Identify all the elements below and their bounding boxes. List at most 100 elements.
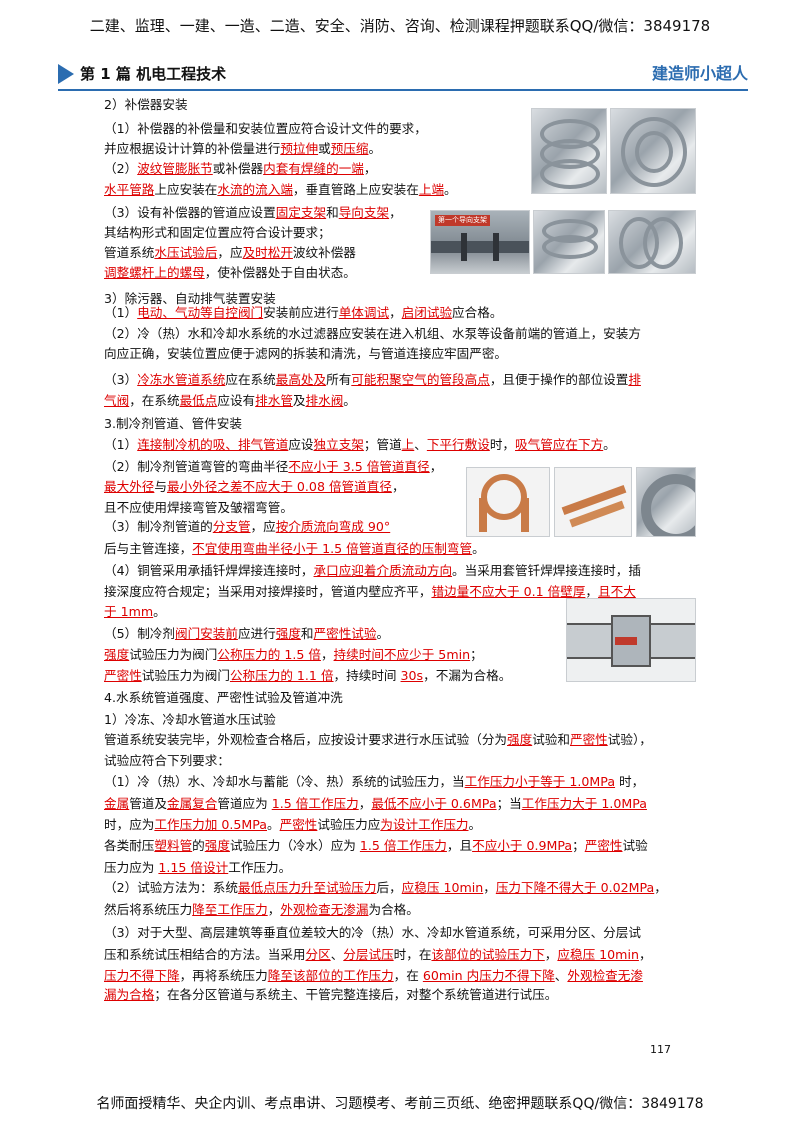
chapter-title: 第 1 篇 机电工程技术 (80, 65, 227, 83)
text-segment: ，在系统 (129, 393, 180, 408)
text-line: 3）除污器、自动排气装置安装 (104, 290, 276, 308)
header-triangle-icon (58, 64, 74, 84)
text-segment: 、 (554, 968, 568, 983)
text-segment: 。 (444, 182, 457, 197)
highlighted-term: 错边量不应大于 0.1 倍壁厚 (431, 584, 586, 599)
text-segment: （2） (104, 161, 138, 176)
highlighted-term: 最低不应小于 0.6MPa (371, 796, 497, 811)
highlighted-term: 严密性 (104, 668, 142, 683)
text-segment: （2）试验方法为：系统 (104, 880, 238, 895)
highlighted-term: 应稳压 10min (557, 947, 639, 962)
highlighted-term: 排水阀 (305, 393, 344, 408)
highlighted-term: 为设计工作压力 (380, 817, 469, 832)
text-segment: 安装前应进行 (263, 305, 339, 320)
highlighted-term: 塑料管 (154, 838, 193, 853)
highlighted-term: 连接制冷机的吸、排气管道 (137, 437, 289, 452)
text-segment: （1）补偿器的补偿量和安装位置应符合设计文件的要求， (104, 121, 427, 136)
text-segment: 向应正确，安装位置应便于滤网的拆装和清洗，与管道连接应牢固严密。 (104, 346, 507, 361)
highlighted-term: 单体调试 (338, 305, 390, 320)
highlighted-term: 水压试验后 (154, 245, 218, 260)
text-segment: 。 (153, 604, 166, 619)
highlighted-term: 上 (401, 437, 415, 452)
text-segment: 3）除污器、自动排气装置安装 (104, 291, 276, 306)
highlighted-term: 不应小于 3.5 倍管道直径 (288, 459, 430, 474)
highlighted-term: 启闭试验 (401, 305, 453, 320)
highlighted-term: 漏为合格 (104, 987, 155, 1002)
highlighted-term: 最低点压力升至试验压力 (237, 880, 377, 895)
highlighted-term: 排水管 (255, 393, 293, 408)
text-segment: （5）制冷剂 (104, 626, 175, 641)
text-segment: ， (585, 584, 599, 599)
guide-support-photo: 第一个导向支架 (430, 210, 530, 274)
text-line: 4.水系统管道强度、严密性试验及管道冲洗 (104, 689, 343, 707)
text-segment: （3）对于大型、高层建筑等垂直位差较大的冷（热）水、冷却水管道系统，可采用分区、… (104, 925, 641, 940)
text-line: 管道系统安装完毕，外观检查合格后，应按设计要求进行水压试验（分为强度试验和严密性… (104, 731, 652, 749)
highlighted-term: 强度 (507, 732, 533, 747)
highlighted-term: 阀门安装前 (174, 626, 238, 641)
text-segment: 试验应符合下列要求： (104, 753, 230, 768)
text-segment: 管道系统安装完毕，外观检查合格后，应按设计要求进行水压试验（分为 (104, 732, 507, 747)
highlighted-term: 水平管路 (104, 182, 155, 197)
text-line: （3）对于大型、高层建筑等垂直位差较大的冷（热）水、冷却水管道系统，可采用分区、… (104, 924, 641, 942)
text-segment: 1）冷冻、冷却水管道水压试验 (104, 712, 276, 727)
highlighted-term: 气阀 (104, 393, 130, 408)
text-segment: ，持续时间 (333, 668, 401, 683)
text-line: （3）设有补偿器的管道应设置固定支架和导向支架， (104, 204, 402, 222)
text-segment: 。当采用套管钎焊焊接连接时，插 (452, 563, 641, 578)
highlighted-term: 强度 (204, 838, 230, 853)
text-segment: ；在各分区管道与系统主、干管完整连接后，对整个系统管道进行试压。 (154, 987, 558, 1002)
text-segment: 2）补偿器安装 (104, 97, 188, 112)
header-divider (58, 89, 748, 91)
text-line: 时，应为工作压力加 0.5MPa。严密性试验压力应为设计工作压力。 (104, 816, 481, 834)
text-segment: 然后将系统压力 (104, 902, 193, 917)
highlighted-term: 固定支架 (275, 205, 327, 220)
text-segment: 应进行 (237, 626, 276, 641)
text-segment: 其结构形式和固定位置应符合设计要求； (104, 225, 331, 240)
text-segment: 试验压力应 (317, 817, 381, 832)
text-line: 后与主管连接，不宜使用弯曲半径小于 1.5 倍管道直径的压制弯管。 (104, 540, 485, 558)
highlighted-term: 工作压力小于等于 1.0MPa (464, 774, 616, 789)
text-segment: 试验）， (607, 732, 652, 747)
text-segment: 。 (468, 817, 482, 832)
text-segment: 试验压力为阀门 (141, 668, 230, 683)
highlighted-term: 不宜使用弯曲半径小于 1.5 倍管道直径的压制弯管 (192, 541, 473, 556)
page-number: 117 (650, 1043, 671, 1056)
text-segment: 且不应使用焊接弯管及皱褶弯管。 (104, 500, 293, 515)
highlighted-term: 外观检查无渗 (567, 968, 643, 983)
text-segment: 试验压力为阀门 (129, 647, 218, 662)
text-segment: ， (267, 902, 281, 917)
text-line: （1）冷（热）水、冷却水与蓄能（冷、热）系统的试验压力，当工作压力小于等于 1.… (104, 773, 644, 791)
text-segment: ， (638, 947, 652, 962)
highlighted-term: 及时松开 (242, 245, 293, 260)
text-segment: ， (429, 459, 443, 474)
text-segment: （4）铜管采用承插钎焊焊接连接时， (104, 563, 314, 578)
highlighted-term: 1.15 倍设计 (158, 860, 229, 875)
text-segment: （1）冷（热）水、冷却水与蓄能（冷、热）系统的试验压力，当 (104, 774, 465, 789)
text-line: （2）试验方法为：系统最低点压力升至试验压力后，应稳压 10min，压力下降不得… (104, 879, 667, 897)
highlighted-term: 冷冻水管道系统 (137, 372, 226, 387)
text-line: （1）电动、气动等自控阀门安装前应进行单体调试，启闭试验应合格。 (104, 304, 502, 322)
text-segment: 为合格。 (368, 902, 419, 917)
guide-support-label: 第一个导向支架 (435, 215, 490, 226)
chapter-header: 第 1 篇 机电工程技术 建造师小超人 (58, 62, 748, 91)
highlighted-term: 内套有焊缝的一端 (263, 161, 364, 176)
text-segment: 、 (414, 437, 427, 452)
text-segment: （1） (104, 305, 138, 320)
text-line: 严密性试验压力为阀门公称压力的 1.1 倍，持续时间 30s，不漏为合格。 (104, 667, 511, 685)
text-segment: ， (544, 947, 558, 962)
text-segment: 3.制冷剂管道、管件安装 (104, 416, 242, 431)
highlighted-term: 可能积聚空气的管段高点 (351, 372, 490, 387)
text-segment: 应设有 (217, 393, 256, 408)
text-segment: 的 (192, 838, 205, 853)
highlighted-term: 应稳压 10min (401, 880, 484, 895)
text-segment: 时， (489, 437, 516, 452)
highlighted-term: 预拉伸 (280, 141, 319, 156)
text-line: 最大外径与最小外径之差不应大于 0.08 倍管道直径， (104, 478, 405, 496)
text-segment: 时， (615, 774, 645, 789)
highlighted-term: 30s (400, 668, 424, 683)
text-line: 压力不得下降，再将系统压力降至该部位的工作压力，在 60min 内压力不得下降、… (104, 967, 643, 985)
text-line: （1）补偿器的补偿量和安装位置应符合设计文件的要求， (104, 120, 427, 138)
text-line: （1）连接制冷机的吸、排气管道应设独立支架；管道上、下平行敷设时，吸气管应在下方… (104, 436, 616, 454)
highlighted-term: 分层试压 (343, 947, 394, 962)
text-line: 管道系统水压试验后，应及时松开波纹补偿器 (104, 244, 356, 262)
